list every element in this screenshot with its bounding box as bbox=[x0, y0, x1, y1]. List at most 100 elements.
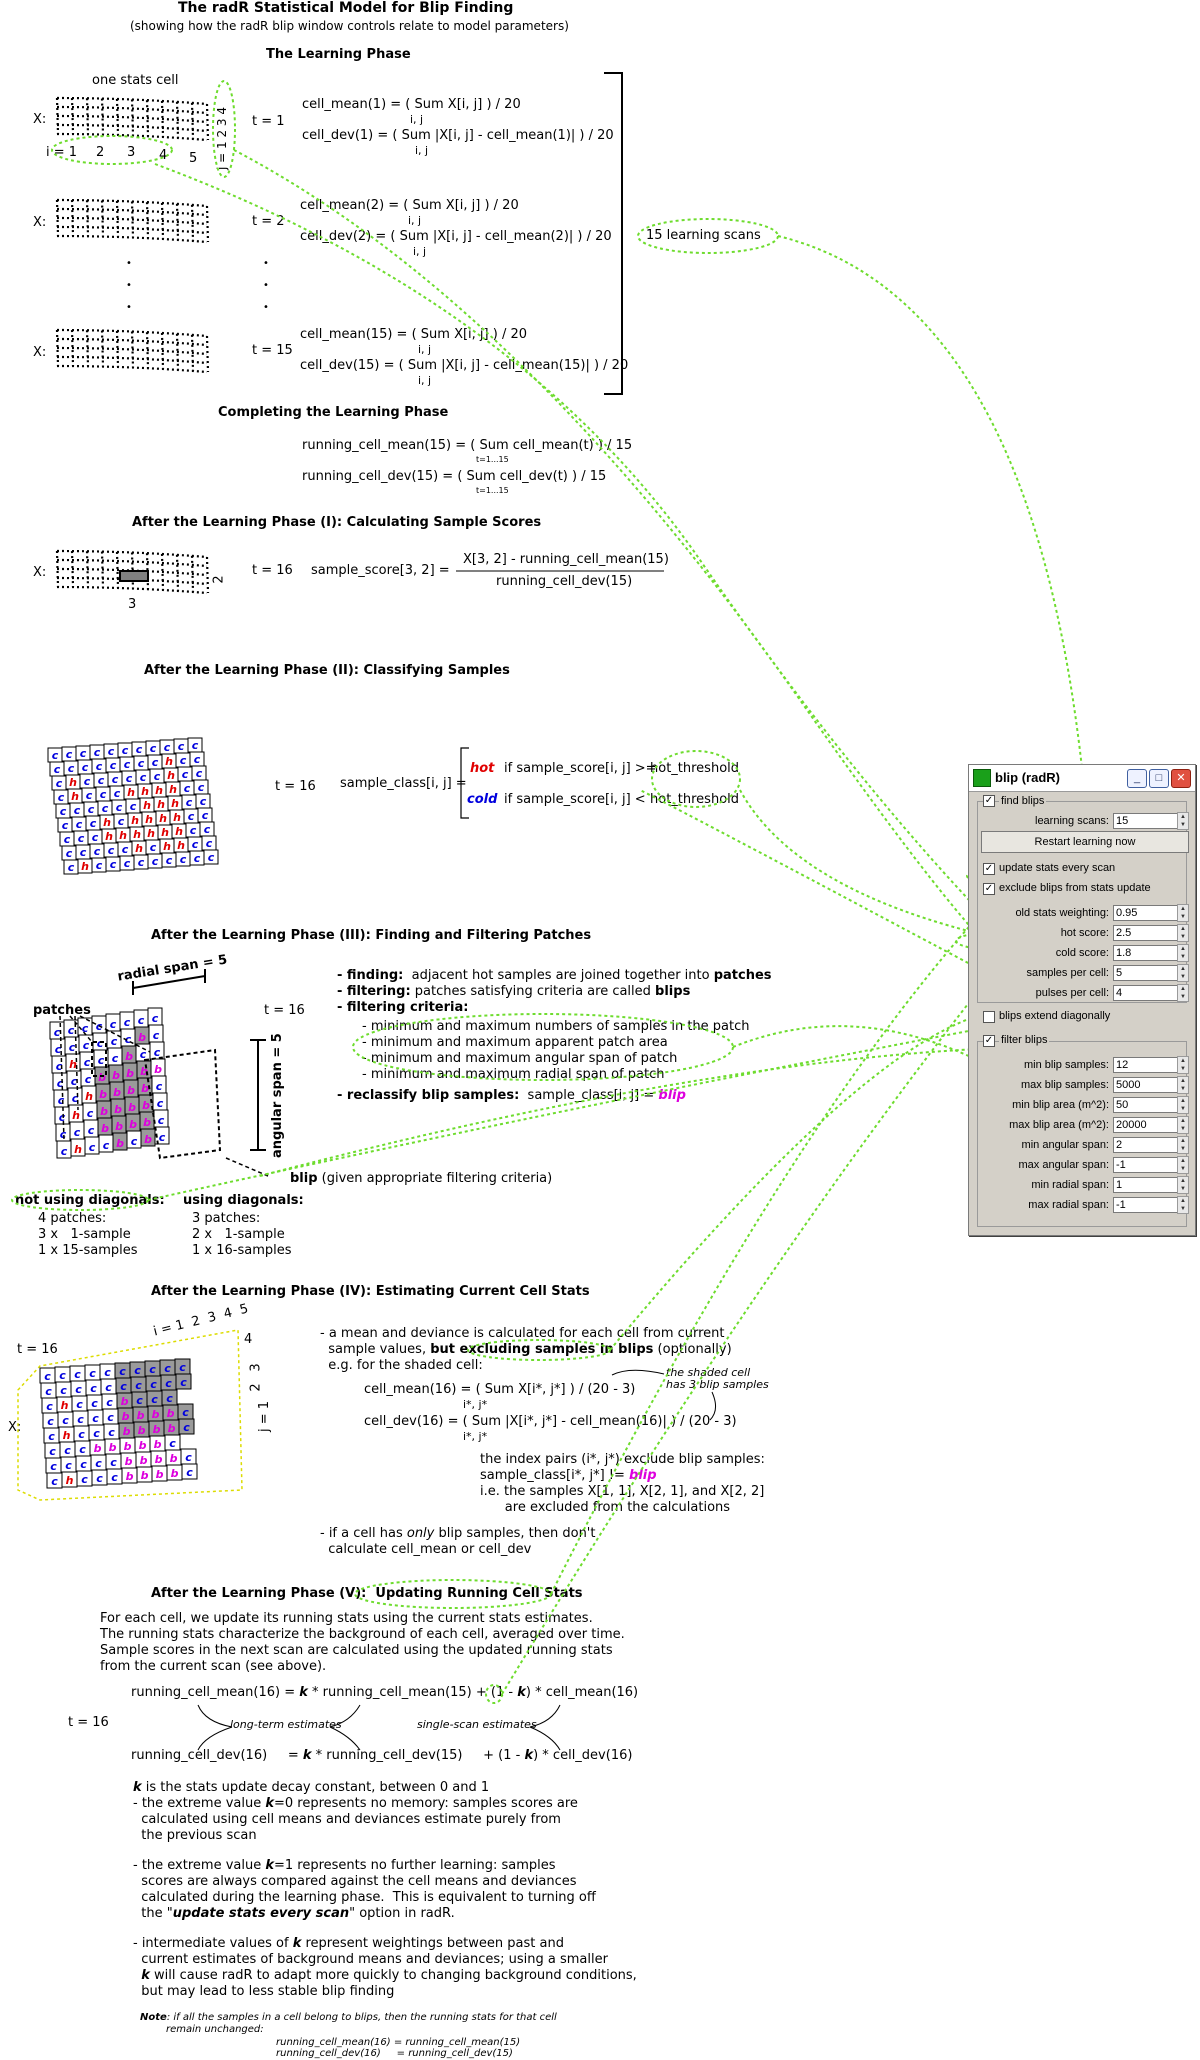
learning-bracket bbox=[604, 72, 623, 395]
sample-letter: h bbox=[69, 1058, 77, 1071]
t16-phase3: t = 16 bbox=[264, 1003, 305, 1018]
sample-letter: c bbox=[110, 858, 117, 871]
grid-cell bbox=[181, 1463, 198, 1480]
page-subtitle: (showing how the radR blip window contro… bbox=[130, 19, 569, 33]
ij-sub-5: i, j bbox=[418, 343, 432, 356]
sample-letter: b bbox=[170, 1452, 178, 1465]
k-symbol: k bbox=[292, 1936, 302, 1951]
sample-letter: c bbox=[72, 1092, 79, 1105]
field-spinner[interactable]: ▲▼ bbox=[1177, 1196, 1189, 1214]
index-pairs-line1: the index pairs (i*, j*) exclude blip sa… bbox=[480, 1452, 765, 1467]
sample-letter: c bbox=[138, 856, 145, 869]
find-blips-checkbox[interactable]: ✓ bbox=[983, 795, 995, 807]
minimize-icon[interactable]: _ bbox=[1127, 769, 1147, 788]
grid-line bbox=[70, 551, 75, 588]
sample-letter: c bbox=[186, 796, 193, 809]
running-dev-15: running_cell_dev(15) = ( Sum cell_dev(t)… bbox=[302, 469, 607, 484]
callout-link bbox=[233, 149, 1043, 982]
field-spinner[interactable]: ▲▼ bbox=[1177, 1056, 1189, 1074]
sample-letter: h bbox=[173, 811, 181, 824]
field-spinner[interactable]: ▲▼ bbox=[1177, 904, 1189, 922]
field-spinner[interactable]: ▲▼ bbox=[1177, 1176, 1189, 1194]
field-spinner[interactable]: ▲▼ bbox=[1177, 1076, 1189, 1094]
grid-line bbox=[55, 199, 60, 237]
filter-blips-checkbox[interactable]: ✓ bbox=[983, 1035, 995, 1047]
grid-line bbox=[175, 101, 180, 138]
sample-letter: c bbox=[110, 1456, 117, 1469]
learning-scans-input[interactable]: 15 bbox=[1113, 813, 1179, 829]
sample-letter: c bbox=[185, 1451, 192, 1464]
sample-letter: c bbox=[108, 745, 115, 758]
extend-diagonal-checkbox[interactable] bbox=[983, 1011, 995, 1023]
update-stats-checkbox[interactable]: ✓ bbox=[983, 863, 995, 875]
sample-letter: c bbox=[96, 760, 103, 773]
restart-learning-button[interactable]: Restart learning now bbox=[981, 831, 1189, 853]
running-dev-16: running_cell_dev(16) = k * running_cell_… bbox=[131, 1748, 632, 1763]
window-titlebar[interactable]: blip (radR) _ □ ✕ bbox=[969, 765, 1195, 792]
callout-link bbox=[147, 1018, 1033, 1201]
field-spinner[interactable]: ▲▼ bbox=[1177, 944, 1189, 962]
sample-letter: c bbox=[49, 1445, 56, 1458]
x-label-t1: X: bbox=[33, 112, 47, 127]
ellipsis-dot: • bbox=[263, 258, 269, 269]
sample-letter: c bbox=[190, 824, 197, 837]
field-input[interactable]: 20000 bbox=[1113, 1117, 1179, 1133]
sample-letter: c bbox=[57, 1077, 64, 1090]
line2d: (optionally) bbox=[653, 1342, 732, 1357]
note-line1: Note: if all the samples in a cell belon… bbox=[140, 2012, 557, 2023]
field-input[interactable]: -1 bbox=[1113, 1197, 1179, 1213]
field-input[interactable]: 1 bbox=[1113, 1177, 1179, 1193]
field-spinner[interactable]: ▲▼ bbox=[1177, 1156, 1189, 1174]
field-input[interactable]: -1 bbox=[1113, 1157, 1179, 1173]
field-spinner[interactable]: ▲▼ bbox=[1177, 984, 1189, 1002]
field-input[interactable]: 4 bbox=[1113, 985, 1179, 1001]
field-input[interactable]: 1.8 bbox=[1113, 945, 1179, 961]
phase2-heading: After the Learning Phase (II): Classifyi… bbox=[144, 663, 510, 678]
class-bracket bbox=[460, 747, 469, 819]
grid-line bbox=[175, 554, 180, 591]
sample-letter: c bbox=[91, 1397, 98, 1410]
field-spinner[interactable]: ▲▼ bbox=[1177, 1136, 1189, 1154]
nodiag-callout bbox=[11, 1189, 149, 1211]
field-spinner[interactable]: ▲▼ bbox=[1177, 924, 1189, 942]
ellipsis-dot: • bbox=[126, 258, 132, 269]
phase1-heading: After the Learning Phase (I): Calculatin… bbox=[132, 515, 542, 530]
field-input[interactable]: 5 bbox=[1113, 965, 1179, 981]
grid-line bbox=[115, 330, 120, 367]
close-icon[interactable]: ✕ bbox=[1171, 769, 1191, 788]
field-spinner[interactable]: ▲▼ bbox=[1177, 1096, 1189, 1114]
sample-letter: c bbox=[88, 803, 95, 816]
field-input[interactable]: 0.95 bbox=[1113, 905, 1179, 921]
maximize-icon[interactable]: □ bbox=[1149, 769, 1169, 788]
exclude-blips-checkbox[interactable]: ✓ bbox=[983, 883, 995, 895]
field-input[interactable]: 2.5 bbox=[1113, 925, 1179, 941]
sample-letter: c bbox=[130, 800, 137, 813]
sample-letter: b bbox=[94, 1442, 102, 1455]
only1c: blip samples, then don't bbox=[434, 1526, 596, 1541]
kmid-line3: k will cause radR to adapt more quickly … bbox=[133, 1968, 637, 1983]
field-input[interactable]: 5000 bbox=[1113, 1077, 1179, 1093]
sample-letter: c bbox=[84, 1056, 91, 1069]
nodiag-line: 1 x 15-samples bbox=[38, 1243, 138, 1258]
sample-letter: c bbox=[86, 789, 93, 802]
sample-letter: h bbox=[147, 827, 155, 840]
grid-line bbox=[160, 100, 165, 137]
k-callout bbox=[485, 1684, 503, 1704]
grid-line bbox=[205, 205, 210, 243]
note-line4: running_cell_dev(16) = running_cell_dev(… bbox=[276, 2048, 513, 2059]
field-spinner[interactable]: ▲▼ bbox=[1177, 1116, 1189, 1134]
sample-letter: c bbox=[110, 1018, 117, 1031]
grid-line bbox=[85, 200, 90, 237]
sample-letter: c bbox=[48, 1430, 55, 1443]
field-spinner[interactable]: ▲▼ bbox=[1177, 964, 1189, 982]
learning-scans-spinner[interactable]: ▲▼ bbox=[1177, 812, 1189, 830]
stats-grid-t1 bbox=[55, 96, 210, 142]
field-input[interactable]: 12 bbox=[1113, 1057, 1179, 1073]
field-input[interactable]: 50 bbox=[1113, 1097, 1179, 1113]
field-input[interactable]: 2 bbox=[1113, 1137, 1179, 1153]
grid-line bbox=[56, 207, 208, 217]
grid-line bbox=[175, 203, 180, 240]
grid-line bbox=[55, 97, 60, 135]
sample-letter: b bbox=[116, 1137, 124, 1150]
grid-line bbox=[56, 105, 208, 115]
